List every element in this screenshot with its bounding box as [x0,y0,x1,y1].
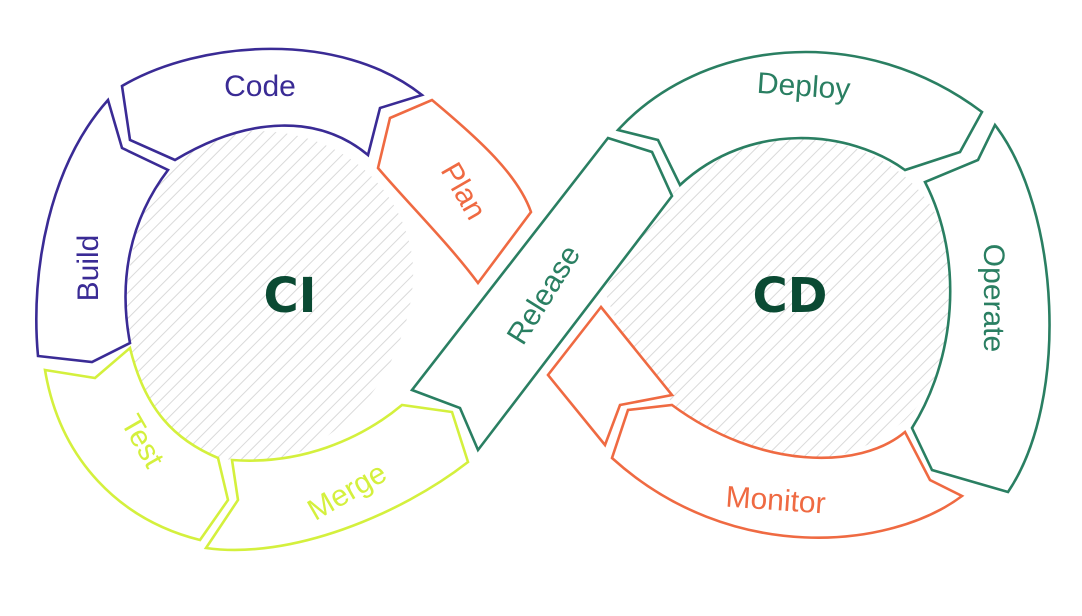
monitor-label: Monitor [725,481,827,521]
cd-hub-area [605,138,955,462]
monitor-tail-segment[interactable] [546,304,675,448]
operate-segment[interactable] [910,122,1051,494]
cd-title: CD [752,268,827,324]
build-label: Build [72,235,105,302]
merge-segment[interactable] [203,403,470,552]
code-segment[interactable] [120,47,425,162]
code-label: Code [224,70,296,103]
ci-hub-area [126,131,414,462]
deploy-label: Deploy [756,67,851,106]
deploy-segment[interactable] [615,50,984,188]
test-segment[interactable] [43,345,230,542]
release-segment[interactable] [409,136,674,453]
ci-title: CI [263,268,316,324]
build-segment[interactable] [35,97,171,364]
monitor-segment[interactable] [610,403,965,539]
operate-label: Operate [977,244,1010,352]
plan-segment[interactable] [376,98,533,286]
